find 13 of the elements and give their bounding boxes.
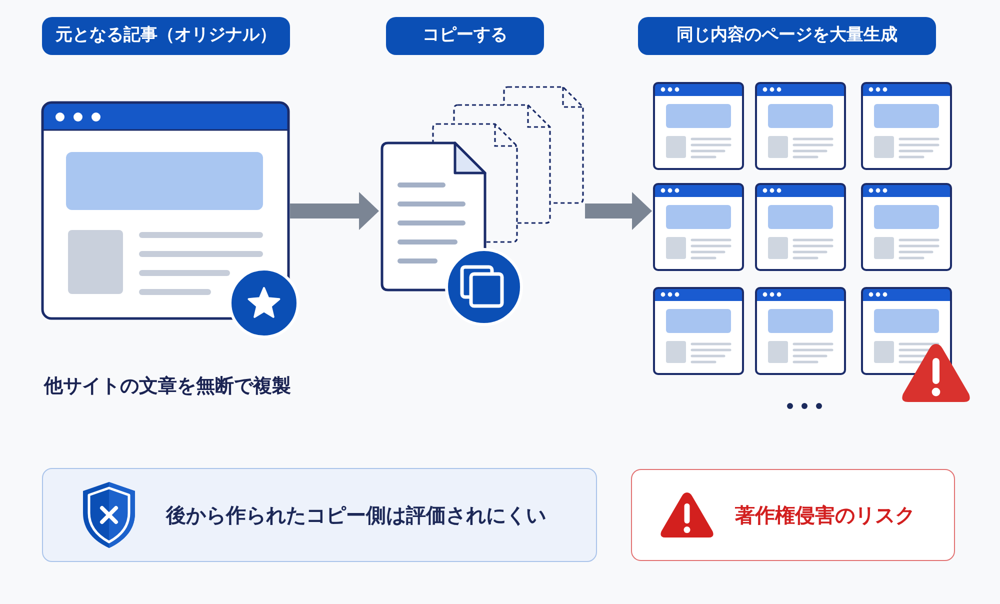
warning-panel <box>631 469 955 561</box>
arrow <box>290 192 379 230</box>
risk-text: 著作権侵害のリスク <box>735 502 915 529</box>
step-heading: 元となる記事（オリジナル） <box>42 17 290 55</box>
step-heading: コピーする <box>386 17 544 55</box>
browser-grid-illustration <box>652 81 954 377</box>
step-heading: 同じ内容のページを大量生成 <box>638 17 936 55</box>
note-text: 後から作られたコピー側は評価されにくい <box>166 502 546 529</box>
note-panel <box>42 468 597 562</box>
caption-text: 他サイトの文章を無断で複製 <box>44 374 291 399</box>
browser-window-illustration <box>41 101 290 320</box>
arrow <box>585 192 652 230</box>
document-stack-illustration <box>379 85 585 293</box>
